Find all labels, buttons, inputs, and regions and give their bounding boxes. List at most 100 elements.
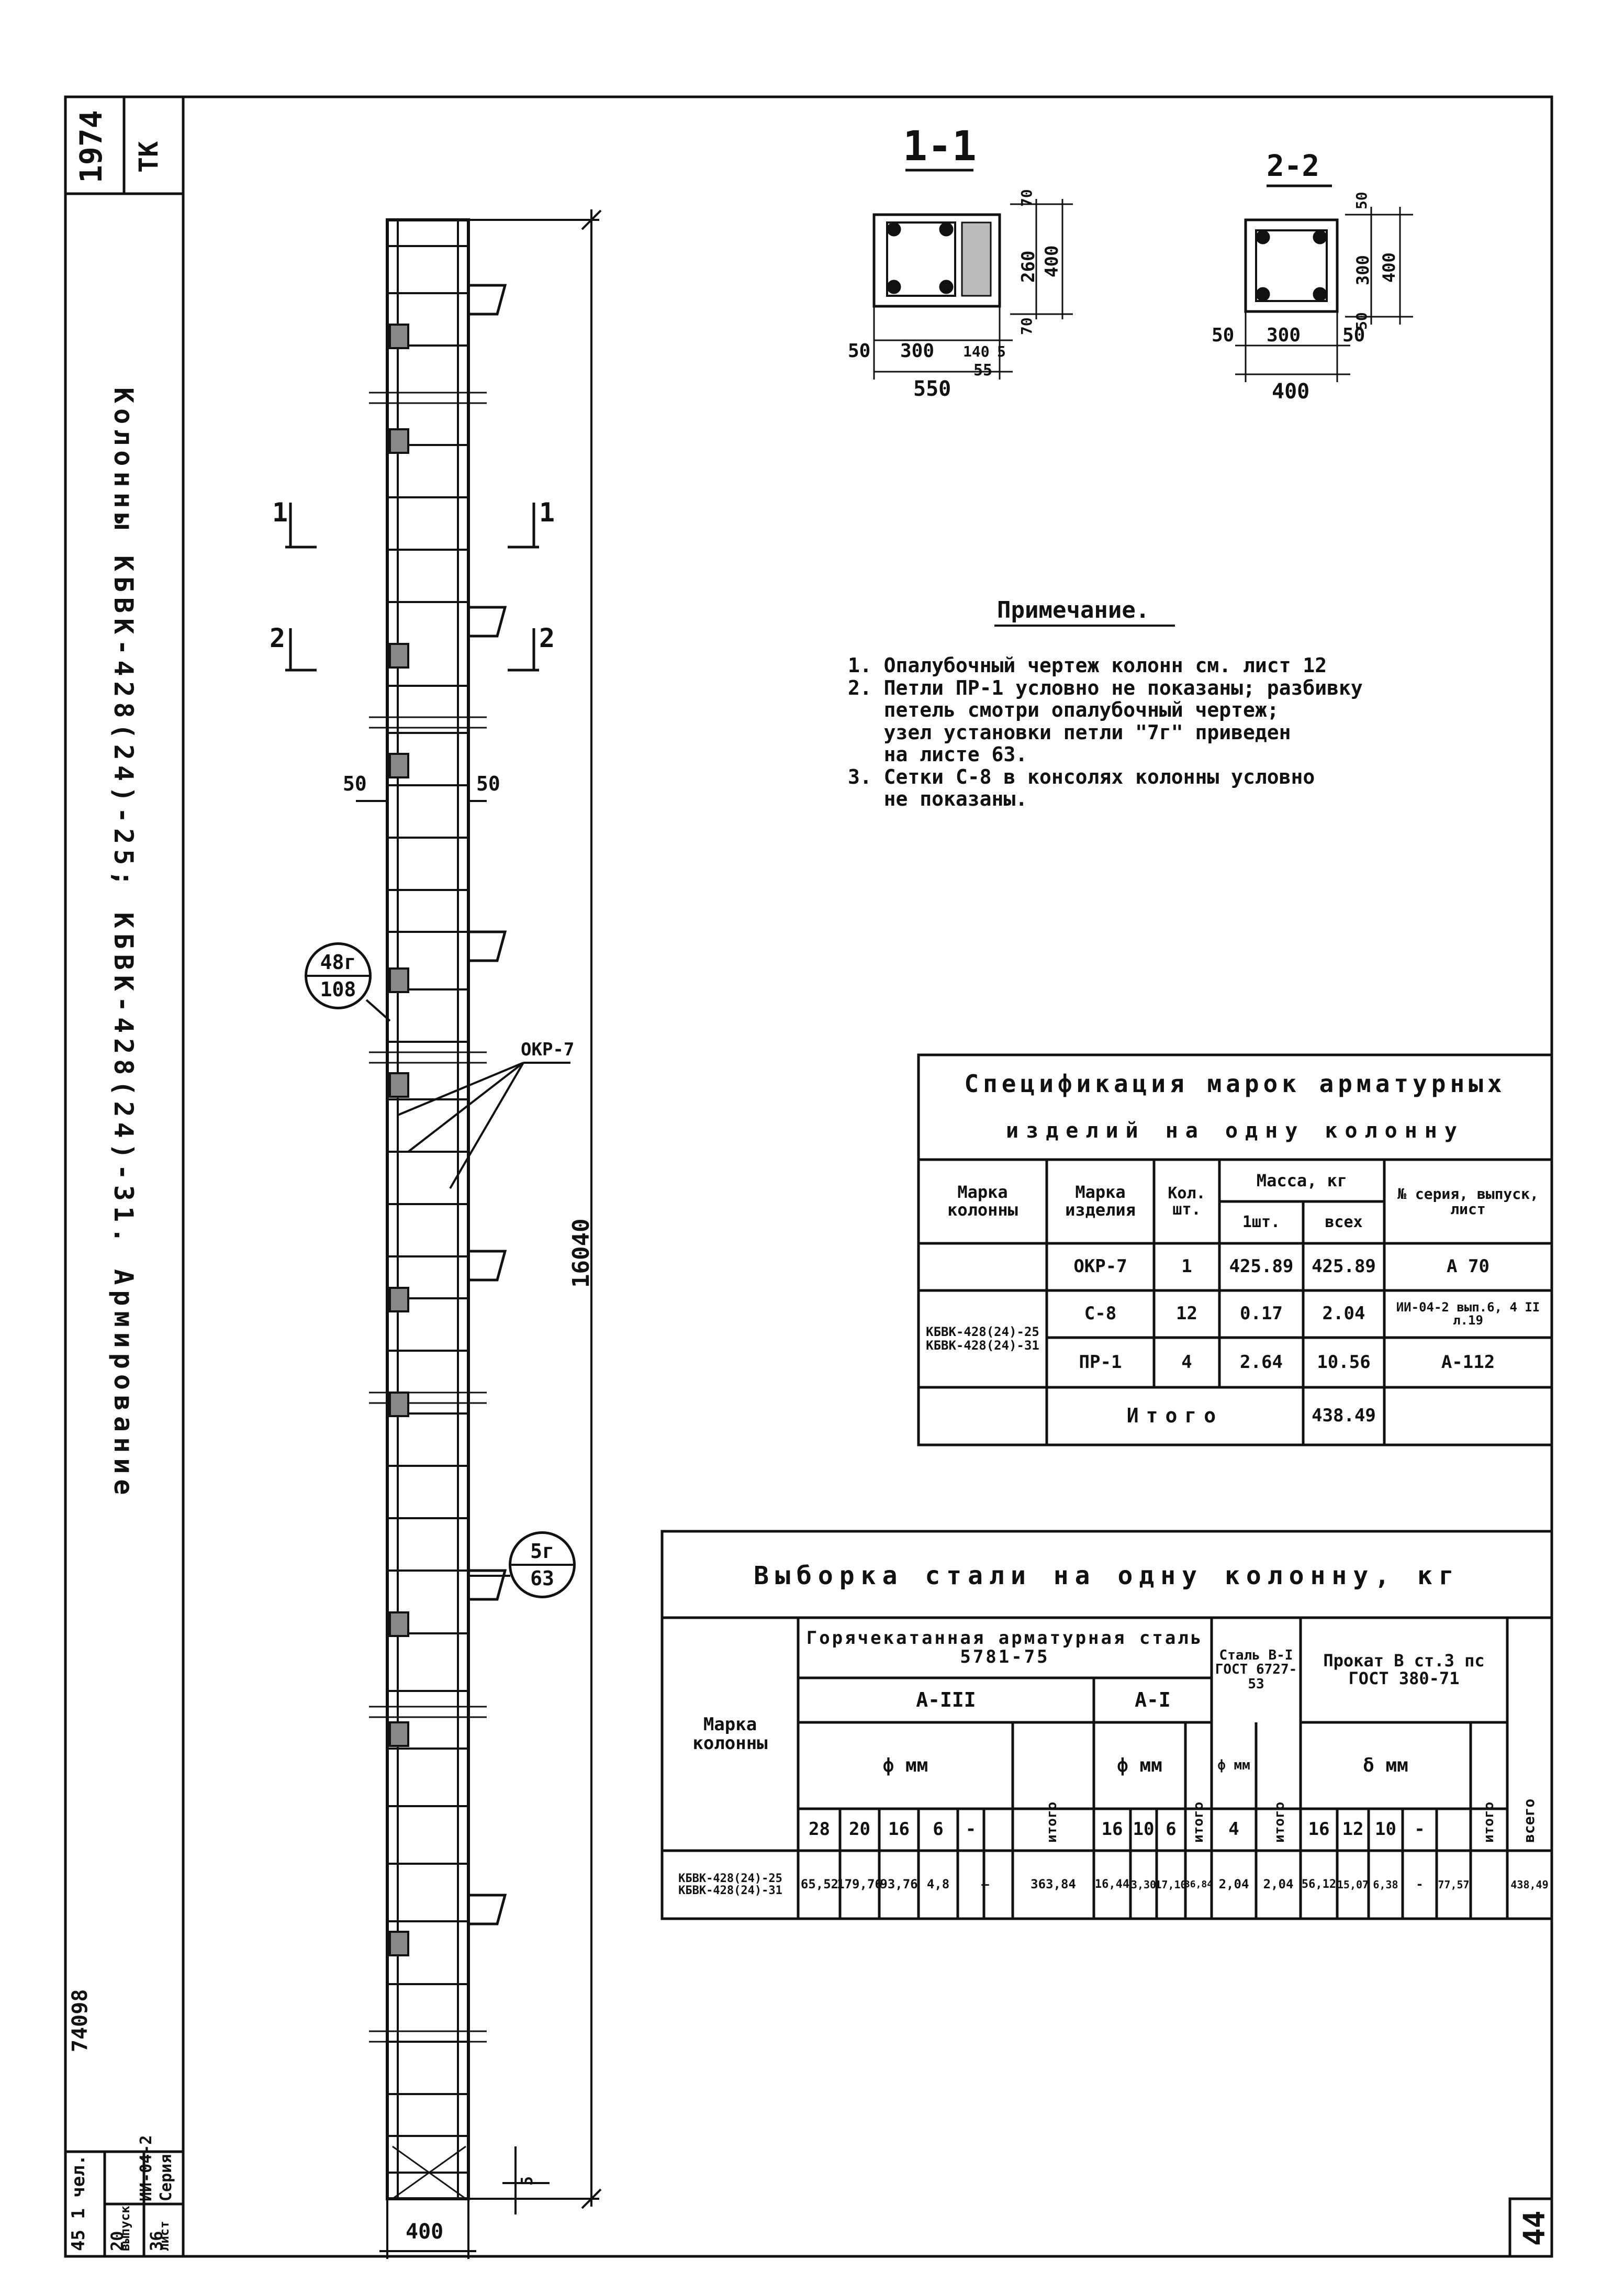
s11-dim-70-top: 70 xyxy=(1018,189,1035,207)
spec-h-col-mark: Марка колонны xyxy=(947,1182,1018,1220)
issue-value: 20 xyxy=(107,2231,127,2251)
steel-row-mark: КБВК-428(24)-25 КБВК-428(24)-31 xyxy=(678,1872,782,1897)
steel-v-a1-0: 16,44 xyxy=(1094,1878,1130,1891)
steel-d-a3-4: - xyxy=(965,1819,977,1840)
steel-total-wire: 2,04 xyxy=(1263,1877,1294,1892)
steel-d-prof-0: 16 xyxy=(1308,1819,1330,1840)
s22-dim-300: 300 xyxy=(1267,325,1301,346)
notes-heading: Примечание. xyxy=(997,597,1150,624)
spec-row2-ref: ИИ-04-2 вып.6, 4 II л.19 xyxy=(1396,1299,1540,1328)
spec-row2-item: С-8 xyxy=(1084,1303,1117,1324)
steel-d-a1-2: 6 xyxy=(1166,1819,1177,1840)
steel-class-a3: А-III xyxy=(916,1688,976,1711)
steel-v-a3-4: — xyxy=(981,1877,989,1892)
spec-title-2: изделий на одну колонну xyxy=(1006,1119,1464,1143)
steel-v-prof-1: 15,07 xyxy=(1337,1878,1369,1891)
steel-v-prof-0: 56,12 xyxy=(1301,1878,1337,1891)
steel-v-a3-1: 179,76 xyxy=(837,1877,882,1892)
page-number: 44 xyxy=(1518,2210,1552,2246)
steel-v-a3-3: 4,8 xyxy=(926,1877,950,1892)
sheet-title: Колонны КБВК-428(24)-25; КБВК-428(24)-31… xyxy=(108,387,139,1500)
note-line: 2. Петли ПР-1 условно не показаны; разби… xyxy=(848,676,1363,699)
steel-v-wire-0: 2,04 xyxy=(1218,1877,1249,1892)
spec-h-mass-one: 1шт. xyxy=(1242,1213,1281,1232)
callout-5g: 5г 63 xyxy=(509,1531,576,1598)
steel-d-a1-0: 16 xyxy=(1101,1819,1123,1840)
s11-dim-55: 55 xyxy=(973,361,993,380)
spec-row3-item: ПР-1 xyxy=(1079,1351,1122,1373)
steel-d-a3-0: 28 xyxy=(809,1819,830,1840)
s11-dim-70-bottom: 70 xyxy=(1018,317,1035,335)
s11-total-width: 550 xyxy=(913,377,951,401)
s22-dim-300-v: 300 xyxy=(1353,255,1373,285)
spec-row2-all: 2.04 xyxy=(1322,1303,1365,1324)
s22-total-width: 400 xyxy=(1272,380,1310,404)
steel-diam-wire-label: ф мм xyxy=(1217,1757,1250,1773)
spec-row1-all: 425.89 xyxy=(1312,1256,1376,1277)
steel-group-hot: Горячекатанная арматурная сталь 5781-75 xyxy=(806,1627,1204,1667)
section-mark-1-left: 1 xyxy=(272,497,288,528)
callout-5g-top: 5г xyxy=(530,1540,554,1563)
spec-row1-item: ОКР-7 xyxy=(1073,1256,1127,1277)
org-label: ТК xyxy=(133,141,164,173)
spec-h-qty: Кол. шт. xyxy=(1168,1184,1206,1219)
steel-d-prof-1: 12 xyxy=(1342,1819,1364,1840)
spec-row3-ref: А-112 xyxy=(1441,1351,1495,1373)
spec-row1-qty: 1 xyxy=(1181,1256,1192,1277)
s11-dim-300: 300 xyxy=(900,340,935,362)
spec-row3-qty: 4 xyxy=(1181,1351,1192,1373)
callout-5g-bottom: 63 xyxy=(530,1567,554,1590)
s11-dim-5: 5 xyxy=(997,343,1006,360)
steel-v-prof-2: 6,38 xyxy=(1373,1878,1398,1891)
s22-dim-50-right: 50 xyxy=(1342,325,1365,346)
spec-row2-one: 0.17 xyxy=(1240,1303,1283,1324)
section-mark-2-left: 2 xyxy=(270,623,286,653)
steel-v-a1-1: 3,30 xyxy=(1130,1878,1157,1891)
note-line: на листе 63. xyxy=(848,743,1028,766)
steel-v-a3-0: 65,52 xyxy=(800,1877,839,1892)
s11-total-height: 400 xyxy=(1041,245,1062,277)
spec-title-1: Спецификация марок арматурных xyxy=(964,1069,1506,1098)
steel-table-grid xyxy=(660,1530,1553,1920)
steel-v-prof-3: - xyxy=(1416,1877,1424,1892)
callout-48g-bottom: 108 xyxy=(320,978,356,1001)
archive-sheet: 45 1 чел. xyxy=(68,2154,89,2251)
steel-d-wire-0: 4 xyxy=(1228,1819,1239,1840)
height-dimension: 16040 xyxy=(568,1218,595,1288)
steel-col-mark: Марка колонны xyxy=(692,1713,768,1754)
spec-row3-all: 10.56 xyxy=(1317,1351,1371,1373)
notes-list: 1. Опалубочный чертеж колонн см. лист 12… xyxy=(848,654,1476,810)
dim-50-left: 50 xyxy=(343,772,367,795)
steel-total-a1-head: итого xyxy=(1191,1801,1206,1843)
steel-total-a3: 363,84 xyxy=(1031,1877,1076,1892)
section-mark-2-right: 2 xyxy=(539,623,555,653)
spec-table-grid xyxy=(917,1053,1553,1446)
note-line: 1. Опалубочный чертеж колонн см. лист 12 xyxy=(848,654,1327,677)
steel-d-a1-1: 10 xyxy=(1133,1819,1155,1840)
archive-number: 74098 xyxy=(68,1989,92,2052)
year-label: 1974 xyxy=(73,110,109,183)
steel-v-a3-2: 93,76 xyxy=(880,1877,918,1892)
spec-column-marks: КБВК-428(24)-25 КБВК-428(24)-31 xyxy=(926,1324,1039,1353)
section-1-1-title: 1-1 xyxy=(903,123,977,170)
spec-row1-ref: А 70 xyxy=(1447,1256,1489,1277)
steel-d-prof-2: 10 xyxy=(1375,1819,1396,1840)
section-mark-1-right: 1 xyxy=(539,497,555,528)
steel-v-a1-2: 17,10 xyxy=(1155,1878,1187,1891)
spec-h-mass: Масса, кг xyxy=(1256,1171,1348,1191)
section-1-1 xyxy=(872,169,1073,380)
spec-h-mass-all: всех xyxy=(1325,1213,1363,1232)
note-line: петель смотри опалубочный чертеж; xyxy=(848,698,1279,722)
steel-diam-a3-label: ф мм xyxy=(882,1754,928,1776)
steel-d-a3-3: 6 xyxy=(933,1819,944,1840)
spec-row3-one: 2.64 xyxy=(1240,1351,1283,1373)
s22-dim-50-left: 50 xyxy=(1212,325,1235,346)
dim-50-right: 50 xyxy=(476,772,500,795)
spec-total-value: 438.49 xyxy=(1312,1405,1376,1427)
steel-grand-value: 438,49 xyxy=(1510,1878,1549,1891)
steel-diam-prof-label: δ мм xyxy=(1363,1754,1408,1776)
steel-total-a3-head: итого xyxy=(1044,1801,1060,1843)
steel-group-wire: Сталь В-I ГОСТ 6727-53 xyxy=(1215,1648,1297,1692)
sheet-value: 36 xyxy=(147,2231,166,2251)
